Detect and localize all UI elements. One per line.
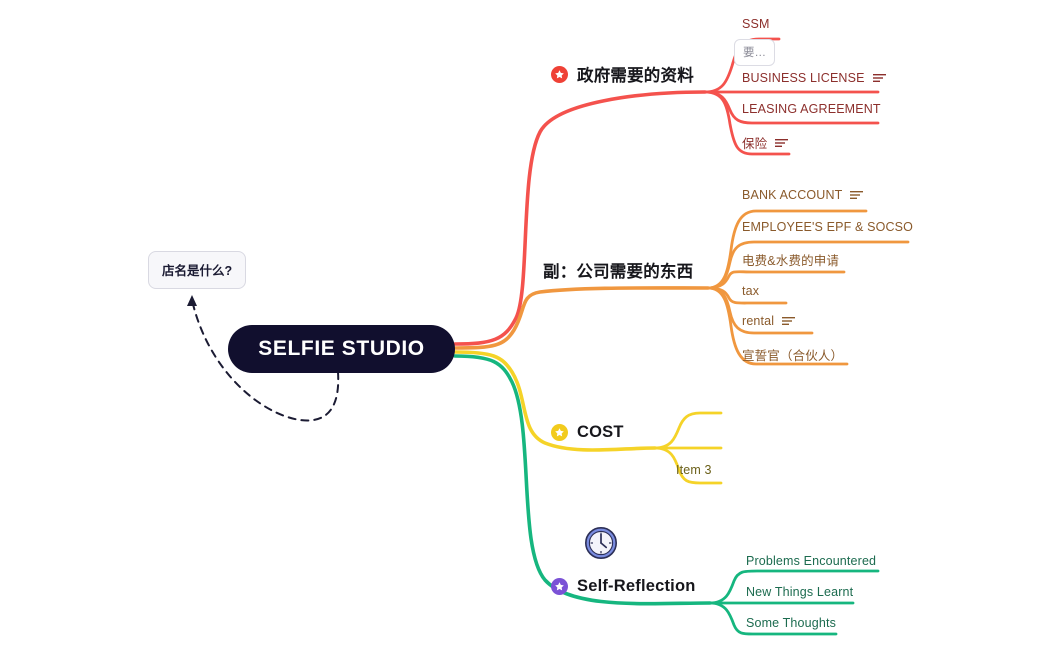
- leaf-label: 宣誓官（合伙人）: [742, 349, 844, 363]
- callout-note[interactable]: 店名是什么?: [148, 251, 247, 289]
- leaf-node-ssm[interactable]: SSM: [742, 17, 770, 31]
- leaf-label: EMPLOYEE'S EPF & SOCSO: [742, 220, 914, 234]
- leaf-label: 电费&水费的申请: [742, 254, 840, 268]
- branch-title-text: 政府需要的资料: [577, 67, 694, 85]
- notes-lines-icon: [782, 317, 796, 325]
- collapsed-child-node[interactable]: 要…: [734, 39, 775, 66]
- leaf-label: 保险: [742, 137, 768, 151]
- collapsed-child-label: 要…: [743, 47, 766, 59]
- clock-icon: [584, 526, 618, 560]
- leaf-label: Item 3: [676, 463, 712, 477]
- leaf-label: tax: [742, 284, 760, 298]
- leaf-node-commissioner-of-oaths[interactable]: 宣誓官（合伙人）: [742, 345, 843, 364]
- notes-lines-icon: [850, 191, 864, 199]
- notes-lines-icon: [775, 138, 789, 147]
- leaf-label: SSM: [742, 17, 770, 31]
- leaf-label: LEASING AGREEMENT: [742, 102, 881, 116]
- branch-title-gov-docs[interactable]: 政府需要的资料: [551, 62, 694, 86]
- branch-title-text: 副：公司需要的东西: [543, 263, 694, 281]
- star-badge-icon: [551, 578, 568, 595]
- leaf-node-problems-encountered[interactable]: Problems Encountered: [746, 554, 876, 568]
- branch-title-company-needs[interactable]: 副：公司需要的东西: [543, 258, 693, 282]
- root-node[interactable]: SELFIE STUDIO: [228, 325, 455, 373]
- star-badge-icon: [551, 65, 568, 83]
- leaf-node-rental[interactable]: rental: [742, 314, 796, 328]
- notes-lines-icon: [872, 74, 886, 82]
- branch-title-self-reflection[interactable]: Self-Reflection: [551, 577, 696, 596]
- leaf-node-cost-item-3[interactable]: Item 3: [676, 463, 712, 477]
- leaf-node-utilities-application[interactable]: 电费&水费的申请: [742, 250, 839, 269]
- leaf-node-tax[interactable]: tax: [742, 284, 759, 298]
- leaf-node-some-thoughts[interactable]: Some Thoughts: [746, 616, 836, 630]
- leaf-label: Problems Encountered: [746, 554, 877, 568]
- branch-title-text: Self-Reflection: [577, 577, 696, 595]
- leaf-label: rental: [742, 314, 775, 328]
- star-badge-icon: [551, 424, 568, 441]
- branch-title-text: COST: [577, 423, 624, 441]
- callout-note-text: 店名是什么?: [162, 264, 233, 278]
- leaf-node-insurance[interactable]: 保险: [742, 133, 789, 152]
- leaf-label: New Things Learnt: [746, 585, 854, 599]
- leaf-node-business-license[interactable]: BUSINESS LICENSE: [742, 71, 886, 85]
- leaf-node-leasing-agreement[interactable]: LEASING AGREEMENT: [742, 102, 881, 116]
- leaf-label: Some Thoughts: [746, 616, 836, 630]
- leaf-node-epf-socso[interactable]: EMPLOYEE'S EPF & SOCSO: [742, 220, 913, 234]
- leaf-label: BUSINESS LICENSE: [742, 71, 865, 85]
- root-node-label: SELFIE STUDIO: [258, 337, 425, 360]
- leaf-node-bank-account[interactable]: BANK ACCOUNT: [742, 188, 864, 202]
- leaf-node-new-things-learnt[interactable]: New Things Learnt: [746, 585, 853, 599]
- leaf-label: BANK ACCOUNT: [742, 188, 843, 202]
- branch-title-cost[interactable]: COST: [551, 423, 624, 442]
